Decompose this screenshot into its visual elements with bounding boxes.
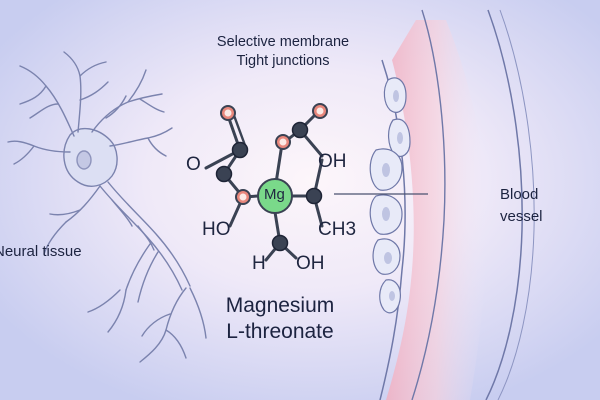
carbon-atom	[271, 234, 289, 252]
blood-vessel-label-line-2: vessel	[500, 208, 543, 225]
annotation-line-1: Selective membrane	[216, 34, 350, 50]
molecule-name: Magnesium L-threonate	[190, 293, 370, 345]
blood-vessel-label: Blood vessel	[500, 184, 543, 228]
membrane-annotation: Selective membrane Tight junctions	[208, 33, 358, 71]
carbon-atoms	[215, 121, 323, 252]
carbon-atom	[305, 187, 323, 205]
hydroxyl-group-label-bottom: OH	[296, 253, 325, 274]
carbon-atom	[215, 165, 233, 183]
magnesium-label: Mg	[264, 186, 285, 203]
carbon-atom	[231, 141, 249, 159]
blood-vessel-label-line-1: Blood	[500, 186, 539, 203]
hydroxyl-group-label-left: HO	[202, 219, 231, 240]
hydroxyl-group-label: OH	[318, 151, 347, 172]
annotation-line-2: Tight junctions	[236, 53, 330, 69]
hydrogen-label: H	[252, 253, 266, 274]
neuron-illustration	[7, 51, 207, 363]
molecule-name-line-2: L-threonate	[226, 320, 334, 343]
carbon-atom	[291, 121, 309, 139]
molecule-name-line-1: Magnesium	[225, 294, 335, 317]
magnesium-atom	[257, 178, 293, 214]
oxygen-group-label: O	[186, 154, 201, 175]
methyl-group-label: CH3	[318, 219, 357, 240]
blood-vessel-illustration	[334, 9, 535, 400]
neural-tissue-label: Neural tissue	[0, 243, 82, 260]
